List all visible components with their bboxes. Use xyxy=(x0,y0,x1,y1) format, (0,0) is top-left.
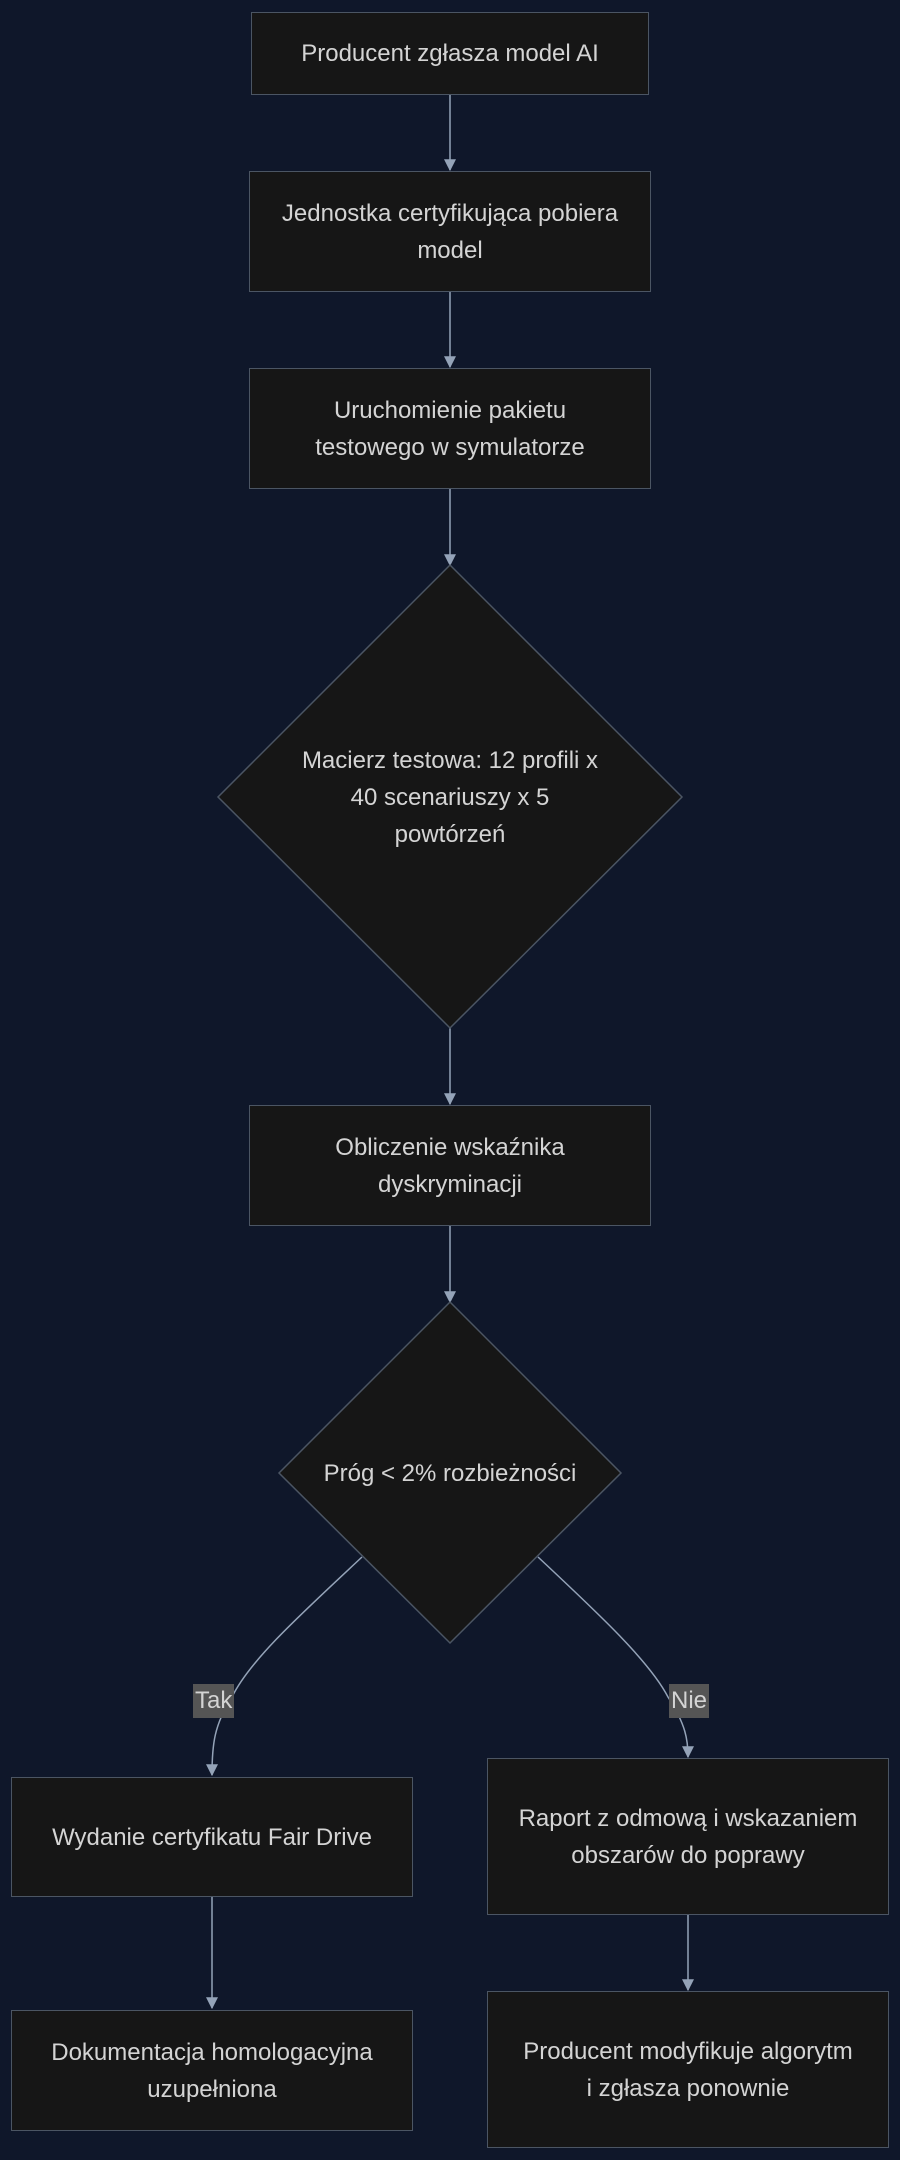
decision-threshold-label: Próg < 2% rozbieżności xyxy=(323,1459,577,1487)
node-resubmit-model: Producent modyfikuje algorytm i zgłasza … xyxy=(487,1991,889,2148)
edge-threshold-yes xyxy=(206,1556,363,1777)
node-issue-certificate-label: Wydanie certyfikatu Fair Drive xyxy=(52,1823,372,1851)
node-download-model-label: Jednostka certyfikująca pobiera model xyxy=(281,199,619,264)
node-resubmit-model-label: Producent modyfikuje algorytm i zgłasza … xyxy=(523,2037,853,2102)
node-run-simulator-label: Uruchomienie pakietu testowego w symulat… xyxy=(315,396,585,461)
edge-threshold-no xyxy=(537,1556,694,1759)
node-rejection-report: Raport z odmową i wskazaniem obszarów do… xyxy=(487,1758,889,1915)
edge-label-no: Nie xyxy=(669,1684,710,1718)
node-run-simulator: Uruchomienie pakietu testowego w symulat… xyxy=(249,368,651,489)
decision-diamond-threshold xyxy=(277,1300,623,1645)
node-rejection-report-label: Raport z odmową i wskazaniem obszarów do… xyxy=(518,1804,858,1869)
decision-diamond-test-matrix xyxy=(216,563,684,1030)
decision-test-matrix-label: Macierz testowa: 12 profili x 40 scenari… xyxy=(301,747,599,848)
node-compute-indicator: Obliczenie wskaźnika dyskryminacji xyxy=(249,1105,651,1226)
node-homologation-documentation-label: Dokumentacja homologacyjna uzupełniona xyxy=(51,2038,373,2103)
node-download-model: Jednostka certyfikująca pobiera model xyxy=(249,171,651,292)
node-submit-model-label: Producent zgłasza model AI xyxy=(301,40,599,67)
edge-label-yes: Tak xyxy=(193,1684,235,1718)
node-issue-certificate: Wydanie certyfikatu Fair Drive xyxy=(11,1777,413,1897)
node-homologation-documentation: Dokumentacja homologacyjna uzupełniona xyxy=(11,2010,413,2131)
node-submit-model: Producent zgłasza model AI xyxy=(251,12,649,95)
node-compute-indicator-label: Obliczenie wskaźnika dyskryminacji xyxy=(335,1133,565,1198)
